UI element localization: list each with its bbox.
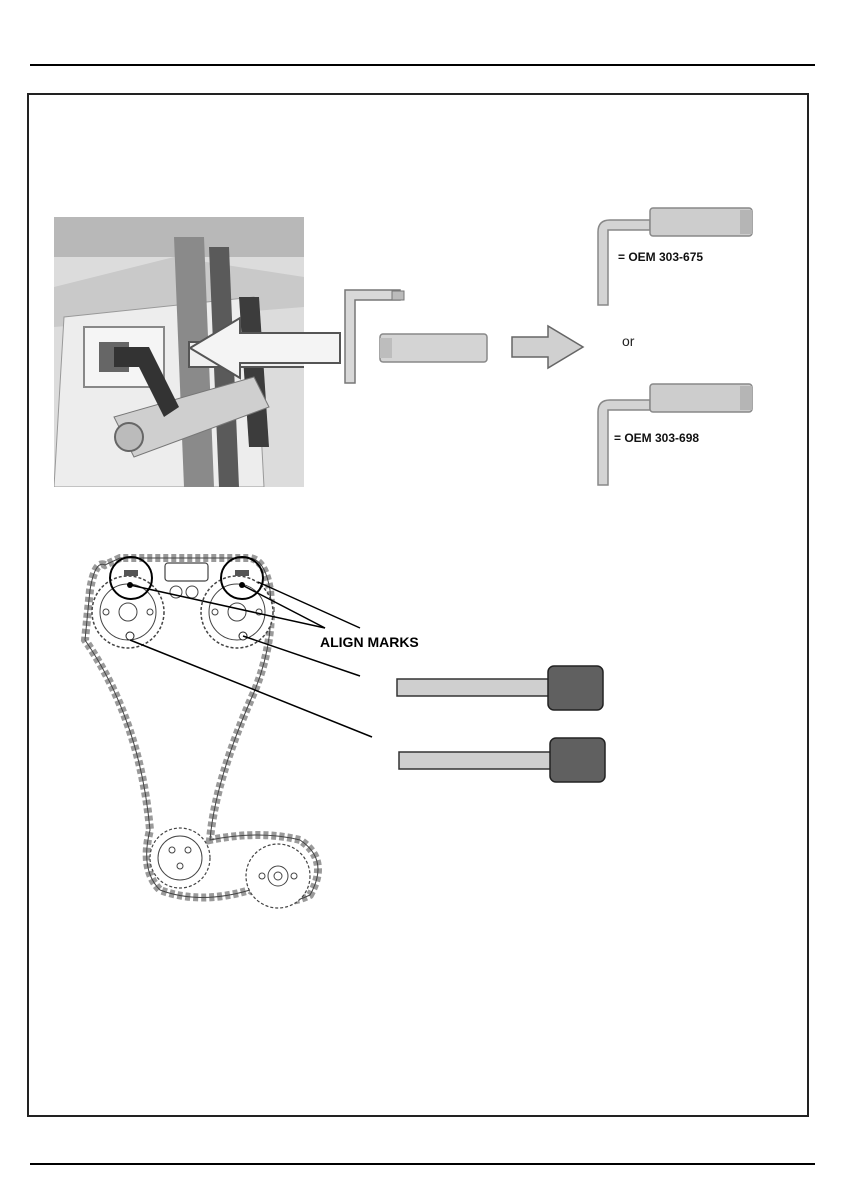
tool-a-label: = OEM 303-675 [618, 250, 703, 264]
tool-b-label: = OEM 303-698 [614, 431, 699, 445]
align-marks-label: ALIGN MARKS [320, 634, 419, 650]
locking-pin-upper-icon [397, 679, 552, 696]
sleeve-adapter-icon [380, 334, 487, 362]
locking-pin-lower-icon [399, 752, 554, 769]
insert-arrow-icon [190, 318, 340, 378]
footer-rule [30, 1163, 815, 1165]
or-label: or [622, 333, 634, 349]
result-arrow-icon [512, 326, 583, 368]
timing-chain-diagram [85, 557, 318, 908]
